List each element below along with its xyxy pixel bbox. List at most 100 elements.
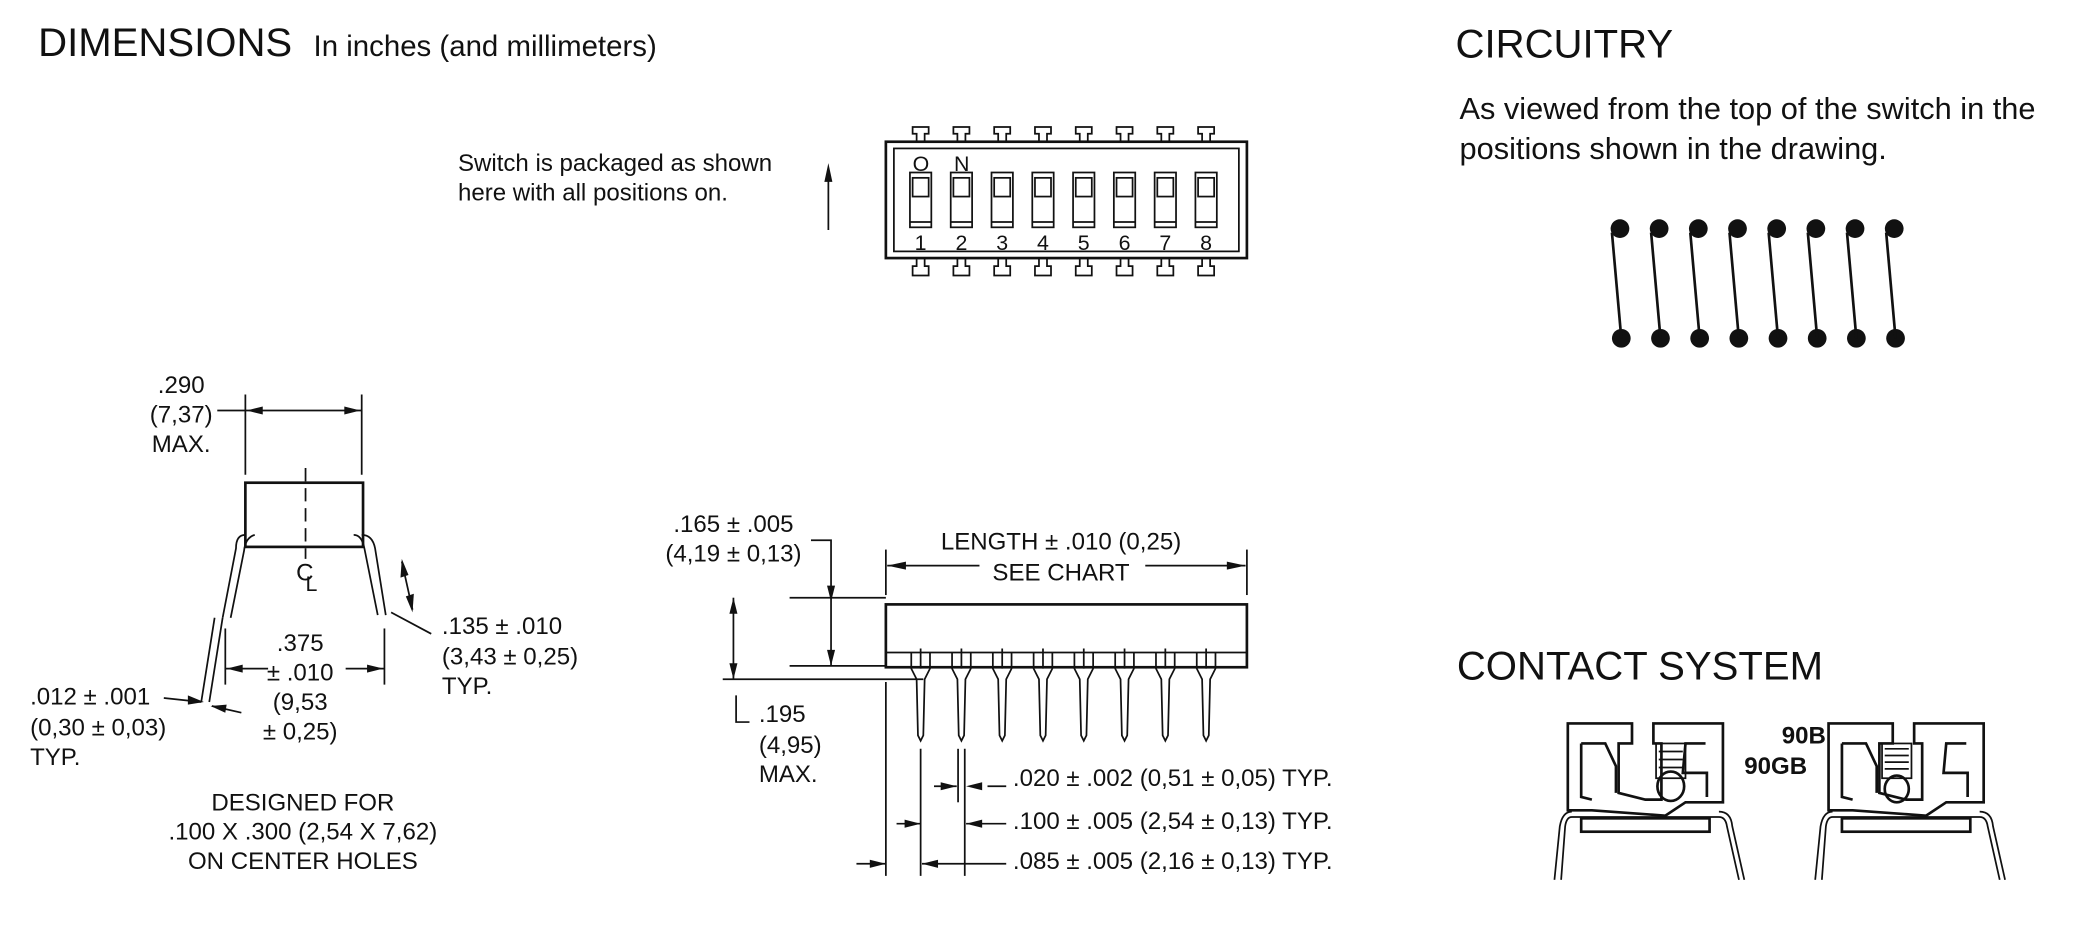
position-number: 1: [915, 231, 927, 255]
switch-line: [1806, 232, 1819, 339]
switch-line: [1649, 232, 1662, 339]
lead-thickness-typ: TYP.: [30, 744, 80, 771]
row-spacing-mm: (9,53: [273, 689, 328, 716]
switch-line: [1845, 232, 1858, 339]
switch-actuator: [1031, 171, 1055, 229]
top-contact-dot: [1884, 219, 1904, 239]
pin: [910, 648, 931, 743]
switch-actuator: [1153, 171, 1177, 229]
actuator-slider: [993, 176, 1012, 198]
actuator-slider: [952, 176, 971, 198]
on-label-n: N: [954, 152, 969, 176]
actuator-slider: [1115, 176, 1134, 198]
lead-length-typ: TYP.: [442, 673, 492, 700]
actuator-slider: [911, 176, 930, 198]
pin: [991, 648, 1013, 743]
dimensions-subtitle: In inches (and millimeters): [314, 30, 657, 63]
bottom-tab: [1156, 258, 1175, 277]
row-spacing-inch: .375: [277, 630, 324, 657]
bottom-tab: [1115, 258, 1134, 277]
top-contact-dot: [1610, 219, 1630, 239]
width-dim-max: MAX.: [152, 431, 211, 458]
actuator-slider: [1034, 176, 1052, 198]
top-contact-dot: [1845, 219, 1865, 239]
position-number: 8: [1200, 231, 1212, 255]
bottom-tab: [952, 258, 971, 277]
length-dim: LENGTH ± .010 (0,25): [941, 529, 1181, 556]
pin: [1073, 648, 1094, 743]
lead-length-inch: .135 ± .010: [442, 613, 562, 640]
actuator-slider: [1074, 176, 1093, 198]
switch-line: [1728, 232, 1741, 339]
max-height-mm: (4,95): [759, 732, 822, 759]
designed-for-line3: ON CENTER HOLES: [188, 848, 418, 875]
top-tab: [1156, 126, 1175, 142]
top-contact-dot: [1767, 219, 1787, 239]
switch-line: [1767, 232, 1780, 339]
switch-actuator: [990, 171, 1014, 229]
orientation-arrow: [824, 163, 833, 230]
designed-for-line1: DESIGNED FOR: [211, 789, 394, 816]
switch-actuator: [1072, 171, 1096, 229]
width-dim-inch: .290: [158, 372, 205, 399]
height-dim-mm: (4,19 ± 0,13): [665, 541, 801, 568]
top-tab: [1115, 126, 1134, 142]
on-label-o: O: [913, 152, 930, 176]
bottom-tab: [1074, 258, 1093, 277]
actuator-slider: [1197, 176, 1216, 198]
position-number: 3: [996, 231, 1008, 255]
top-contact-dot: [1728, 219, 1747, 239]
pin: [1114, 648, 1135, 743]
height-dim-inch: .165 ± .005: [673, 511, 793, 538]
position-number: 7: [1159, 231, 1171, 255]
designed-for-line2: .100 X .300 (2,54 X 7,62): [169, 819, 438, 846]
package-note-line1: Switch is packaged as shown: [458, 150, 772, 177]
top-contact-dot: [1806, 219, 1826, 239]
package-note-line2: here with all positions on.: [458, 180, 728, 207]
row-spacing-mm-tol: ± 0,25): [263, 718, 338, 745]
pin-pitch-dim: .100 ± .005 (2,54 ± 0,13) TYP.: [1013, 808, 1333, 835]
position-number: 2: [955, 231, 967, 255]
circuitry-description-line2: positions shown in the drawing.: [1460, 131, 1887, 166]
top-tab: [1197, 126, 1216, 142]
contact-system: 90B 90GB: [1553, 722, 2006, 881]
bottom-tab: [1197, 258, 1216, 277]
centerline-symbol: CL: [296, 559, 317, 596]
top-contact-dot: [1649, 219, 1669, 239]
circuitry-diagram: [1610, 219, 1905, 348]
pin: [1195, 648, 1217, 743]
switch-actuator: [1194, 171, 1218, 229]
model-90gb: 90GB: [1744, 753, 1807, 780]
top-contact-dot: [1688, 219, 1708, 239]
position-number: 4: [1037, 231, 1049, 255]
pin: [951, 648, 972, 743]
contact-90gb-drawing: [1814, 722, 2006, 881]
max-height-inch: .195: [759, 701, 806, 728]
top-tab: [911, 126, 930, 142]
circuitry-description-line1: As viewed from the top of the switch in …: [1460, 91, 2036, 126]
row-spacing-tol: ± .010: [267, 660, 334, 687]
lead-thickness-inch: .012 ± .001: [30, 684, 150, 711]
circuitry-heading: CIRCUITRY: [1455, 22, 1673, 66]
lead-thickness-mm: (0,30 ± 0,03): [30, 714, 166, 741]
contact-system-heading: CONTACT SYSTEM: [1457, 644, 1823, 688]
lead-length-mm: (3,43 ± 0,25): [442, 644, 578, 671]
pin-width-dim: .020 ± .002 (0,51 ± 0,05) TYP.: [1013, 765, 1333, 792]
top-tab: [993, 126, 1012, 142]
top-tab: [1034, 126, 1052, 142]
contact-90b-drawing: [1553, 722, 1746, 881]
bottom-tab: [993, 258, 1012, 277]
actuator-slider: [1156, 176, 1175, 198]
pin: [1032, 648, 1054, 743]
top-tab: [952, 126, 971, 142]
front-view: .165 ± .005 (4,19 ± 0,13) .195 (4,95) MA…: [665, 511, 1333, 876]
switch-actuator: [949, 171, 973, 229]
dimensions-heading: DIMENSIONS: [38, 21, 292, 65]
switch-actuator: [909, 171, 933, 229]
length-see-chart: SEE CHART: [992, 559, 1130, 586]
switch-line: [1884, 232, 1897, 339]
position-number: 5: [1078, 231, 1090, 255]
pin: [1155, 648, 1176, 743]
